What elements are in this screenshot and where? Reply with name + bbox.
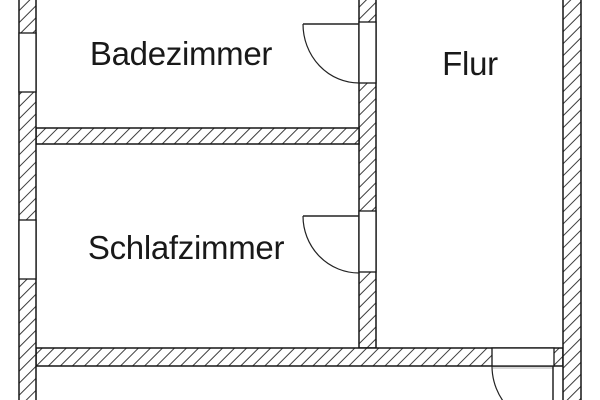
schlafzimmer-door-jamb [358,210,377,273]
badezimmer-door-jamb [358,21,377,84]
room-label-flur: Flur [442,45,498,82]
flur-bottom-door [491,347,555,400]
room-label-schlafzimmer: Schlafzimmer [87,229,285,266]
flur-bottom-door-jamb [491,347,555,367]
badezimmer-door [302,21,377,84]
wall-right-exterior [562,0,582,400]
schlafzimmer-window [18,219,37,280]
flur-bottom-door-swing-arc [491,365,504,400]
schlafzimmer-door [302,210,377,274]
wall-left-exterior [18,0,37,400]
badezimmer-window [18,32,37,93]
badezimmer-door-swing-arc [302,23,360,84]
schlafzimmer-door-swing-arc [302,215,360,274]
wall-bottom-horizontal [35,347,564,367]
wall-badezimmer-schlafzimmer-divider [35,127,360,145]
room-label-badezimmer: Badezimmer [89,35,273,72]
